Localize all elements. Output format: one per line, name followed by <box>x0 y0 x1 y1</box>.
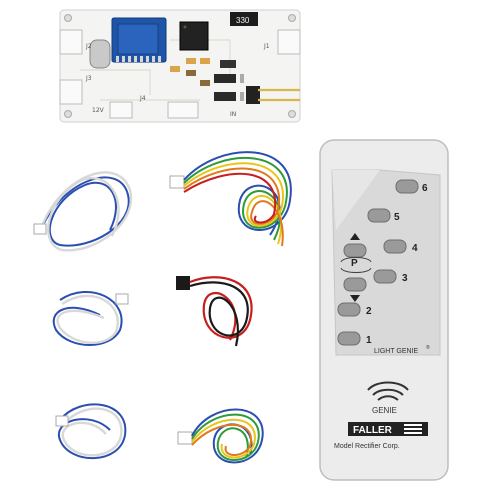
cable-blue-white-3 <box>55 403 127 460</box>
button-3-label: 3 <box>402 273 408 284</box>
button-2[interactable] <box>337 302 361 317</box>
connector-label-j4: J4 <box>139 95 146 102</box>
connector-label-12v: 12V <box>92 107 105 114</box>
connector-label-j3: J3 <box>85 75 92 82</box>
button-1-label: 1 <box>366 335 372 346</box>
circuit-board: 330 J2 J1 J3 J4 12V IN <box>59 9 301 123</box>
remote-control: 6 5 4 P 3 2 1 LIGHT GENIE ® GEN <box>319 139 449 481</box>
cable-multicolor-2 <box>177 408 264 464</box>
connector-label-in: IN <box>230 111 236 118</box>
faller-logo-text: FALLER <box>353 425 393 436</box>
cable-blue-white-1 <box>33 171 133 252</box>
button-5-label: 5 <box>394 212 400 223</box>
registered-mark: ® <box>426 344 430 351</box>
remote-buttons: 6 5 4 P 3 2 1 <box>337 179 428 346</box>
chip-label: 330 <box>236 16 250 25</box>
button-4-label: 4 <box>412 243 418 254</box>
footer-text: Model Rectifier Corp. <box>334 443 400 450</box>
button-2-label: 2 <box>366 306 372 317</box>
button-1[interactable] <box>337 331 361 346</box>
genie-label: GENIE <box>372 406 397 415</box>
connector-label-j1: J1 <box>263 43 270 50</box>
cable-multicolor-1 <box>169 151 292 247</box>
arrow-up-icon <box>350 233 360 240</box>
button-3[interactable] <box>373 269 397 284</box>
p-cycle-icon <box>340 257 372 273</box>
brand-label: LIGHT GENIE <box>374 348 419 355</box>
button-5[interactable] <box>367 208 391 223</box>
button-up[interactable] <box>343 243 367 258</box>
button-6-label: 6 <box>422 183 428 194</box>
connector-label-j2: J2 <box>85 43 92 50</box>
button-down[interactable] <box>343 277 367 292</box>
cable-blue-white-2 <box>52 290 129 346</box>
button-6[interactable] <box>395 179 419 194</box>
arrow-down-icon <box>350 295 360 302</box>
cable-red-black <box>176 276 253 347</box>
button-4[interactable] <box>383 239 407 254</box>
p-label: P <box>351 258 358 269</box>
signal-icon <box>367 381 409 401</box>
